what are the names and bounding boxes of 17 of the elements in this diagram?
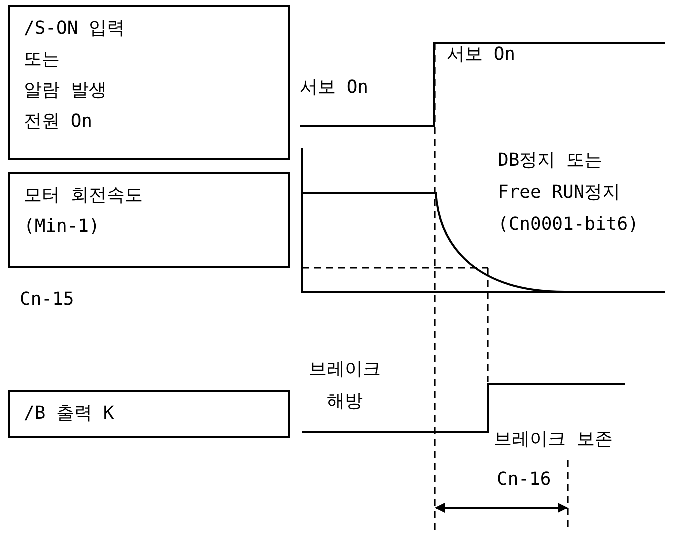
- signal-name: /S-ON 입력: [24, 17, 126, 41]
- signal-name: 모터 회전속도: [24, 184, 144, 208]
- parameter-label: Cn-15: [20, 288, 74, 312]
- state-label: 브레이크 해방: [308, 358, 382, 414]
- state-label: 브레이크 보존: [494, 428, 613, 452]
- signal-label-box: [8, 172, 290, 268]
- signal-label-box: [8, 390, 290, 438]
- annotation-text: DB정지 또는 Free RUN정지 (Cn0001-bit6): [498, 149, 640, 237]
- signal-name: 또는: [24, 48, 61, 72]
- state-label: 서보 On: [300, 76, 369, 100]
- signal-name: (Min-1): [24, 215, 101, 239]
- parameter-label: Cn-16: [497, 468, 552, 492]
- signal-name: 전원 On: [24, 110, 94, 134]
- signal-name: /B 출력 K: [24, 402, 116, 426]
- state-label: 서보 On: [447, 43, 516, 67]
- signal-name: 알람 발생: [24, 79, 108, 103]
- signal-label-box: [8, 5, 290, 160]
